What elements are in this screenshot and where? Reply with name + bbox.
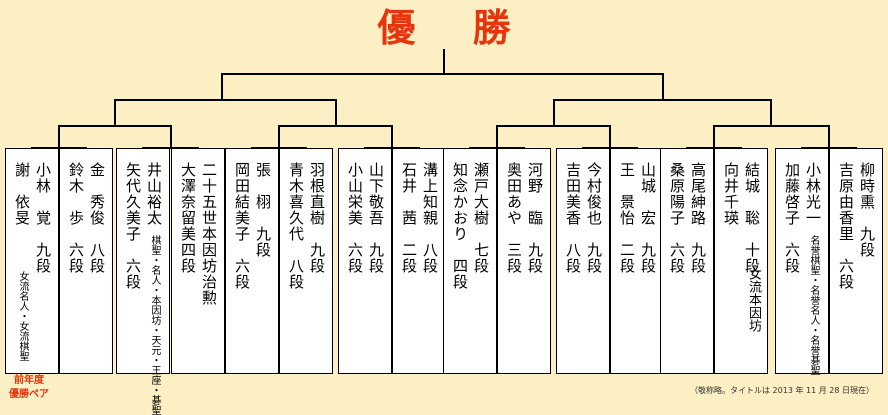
pair-9-right: 瀬戸大樹 七段	[472, 162, 490, 274]
pair-card-15: 小林光一 名誉棋聖・名誉名人・名誉碁聖 加藤啓子 六段	[775, 148, 829, 375]
bracket-title: 優 勝	[377, 6, 533, 50]
pair-11-left: 吉田美香 八段	[564, 162, 582, 274]
pair-11-right: 今村俊也 九段	[585, 162, 603, 274]
pair-card-16: 柳時熏 九段 吉原由香里 六段	[829, 148, 883, 374]
pair-14-right: 結城 聡 十段	[743, 162, 761, 274]
previous-winner-label: 前年度優勝ペア	[9, 375, 49, 400]
pair-10-left: 奥田あや 三段	[505, 162, 523, 274]
pair-15-right: 小林光一	[804, 162, 822, 226]
pair-4-left: 大澤奈留美四段	[179, 162, 197, 274]
pair-10-right: 河野 臨 九段	[526, 162, 544, 274]
pair-3-right: 井山裕太	[145, 162, 163, 226]
pair-16-right: 柳時熏 九段	[858, 162, 876, 258]
pair-2-right: 金 秀俊 八段	[88, 162, 106, 274]
pair-15-right-rank: 名誉棋聖・名誉名人・名誉碁聖	[808, 235, 819, 375]
pair-14-left: 向井千瑛	[722, 162, 740, 226]
pair-card-4: 二十五世本因坊治勲 大澤奈留美四段	[171, 148, 225, 374]
pair-card-14: 結城 聡 十段 向井千瑛 女流本因坊	[714, 148, 768, 374]
pair-5-left: 岡田結美子 六段	[233, 162, 251, 290]
pair-card-12: 山城 宏 九段 王 景怡 二段	[610, 148, 664, 374]
pair-1-right: 小林 覚 九段	[34, 162, 52, 274]
pair-6-right: 羽根直樹 九段	[308, 162, 326, 274]
pair-2-left: 鈴木 歩 六段	[67, 162, 85, 274]
pair-card-3: 井山裕太 棋聖・名人・本因坊・天元・王座・碁聖 矢代久美子 六段	[116, 148, 170, 415]
pair-card-8: 溝上知親 八段 石井 茜 二段	[392, 148, 446, 374]
pair-3-right-rank: 棋聖・名人・本因坊・天元・王座・碁聖	[149, 235, 160, 415]
pair-8-left: 石井 茜 二段	[400, 162, 418, 274]
pair-card-9: 瀬戸大樹 七段 知念かおり 四段	[443, 148, 497, 374]
pair-card-5: 張 栩 九段 岡田結美子 六段	[225, 148, 279, 374]
pair-7-right: 山下敬吾 九段	[367, 162, 385, 274]
pair-5-right: 張 栩 九段	[254, 162, 272, 258]
pair-1-left: 謝 依旻	[13, 162, 31, 226]
footnote: （敬称略。タイトルは 2013 年 11 月 28 日現在）	[690, 386, 874, 395]
pair-card-13: 高尾紳路 九段 桑原陽子 六段	[660, 148, 714, 374]
pair-card-11: 今村俊也 九段 吉田美香 八段	[556, 148, 610, 374]
pair-3-left: 矢代久美子 六段	[124, 162, 142, 290]
pair-14-left-rank: 女流本因坊	[746, 267, 761, 332]
pair-13-right: 高尾紳路 九段	[689, 162, 707, 274]
pair-card-2: 金 秀俊 八段 鈴木 歩 六段	[59, 148, 113, 374]
pair-card-7: 山下敬吾 九段 小山栄美 六段	[338, 148, 392, 374]
pair-8-right: 溝上知親 八段	[421, 162, 439, 274]
pair-4-right: 二十五世本因坊治勲	[200, 162, 218, 306]
pair-card-6: 羽根直樹 九段 青木喜久代 八段	[279, 148, 333, 374]
pair-6-left: 青木喜久代 八段	[287, 162, 305, 290]
pair-13-left: 桑原陽子 六段	[668, 162, 686, 274]
pair-15-left: 加藤啓子 六段	[783, 162, 801, 274]
pair-card-10: 河野 臨 九段 奥田あや 三段	[497, 148, 551, 374]
pair-16-left: 吉原由香里 六段	[837, 162, 855, 290]
pair-card-1: 小林 覚 九段 謝 依旻 女流名人・女流棋聖	[5, 148, 59, 374]
pair-7-left: 小山栄美 六段	[346, 162, 364, 274]
pair-9-left: 知念かおり 四段	[451, 162, 469, 290]
pair-12-right: 山城 宏 九段	[639, 162, 657, 274]
pair-12-left: 王 景怡 二段	[618, 162, 636, 274]
pair-1-left-rank: 女流名人・女流棋聖	[17, 271, 28, 361]
